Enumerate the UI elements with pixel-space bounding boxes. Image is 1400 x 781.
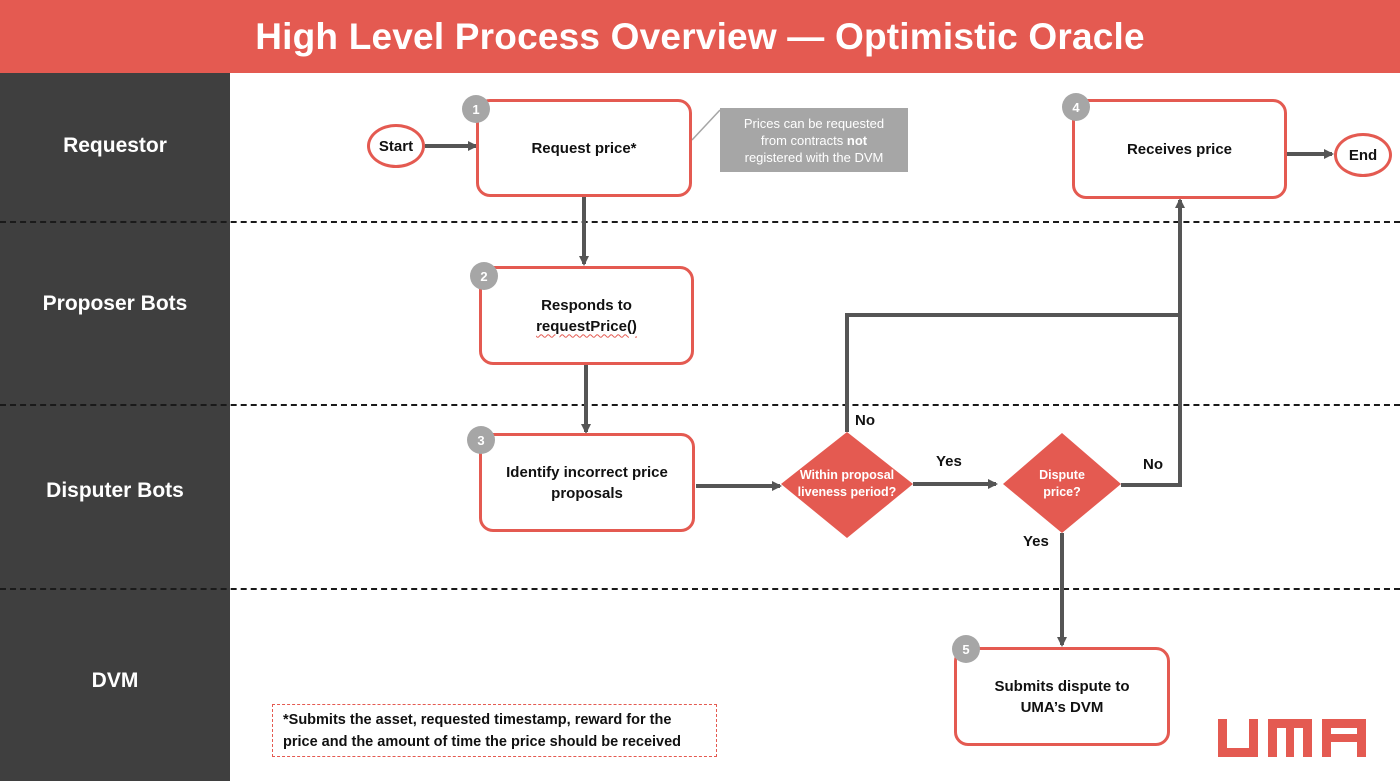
- arrow-decision1-no: [845, 313, 1180, 432]
- decision-liveness-text: Within proposal liveness period?: [781, 466, 913, 502]
- lane-label-dvm: DVM: [91, 669, 139, 692]
- swimlane-sidebar: [0, 73, 230, 781]
- decision-diamond-dispute: [1003, 433, 1121, 533]
- step-5-text-line1: Submits dispute to: [994, 677, 1130, 695]
- callout-leader: [691, 109, 721, 141]
- step-1-text: Request price*: [531, 139, 637, 157]
- step-2-respond: Responds to requestPrice(): [479, 266, 694, 365]
- callout-line2: from contracts not: [761, 132, 867, 149]
- step-4-receives-price: Receives price: [1072, 99, 1287, 199]
- step-5-text-line2: UMA’s DVM: [1020, 698, 1104, 716]
- end-label: End: [1348, 146, 1378, 164]
- lane-divider: [0, 588, 1400, 590]
- step-5-submit-dispute: Submits dispute to UMA’s DVM: [954, 647, 1170, 746]
- callout-line2-text: from contracts: [760, 132, 847, 148]
- step-5-badge: 5: [952, 635, 980, 663]
- decision-dispute-text: Dispute price?: [1003, 466, 1121, 502]
- start-label: Start: [378, 137, 414, 155]
- step-4-badge: 4: [1062, 93, 1090, 121]
- page-title: High Level Process Overview — Optimistic…: [255, 15, 1145, 57]
- step-1-badge: 1: [462, 95, 490, 123]
- footnote-line1: *Submits the asset, requested timestamp,…: [283, 712, 672, 728]
- callout-line3: registered with the DVM: [744, 149, 884, 165]
- decision-liveness-line2: liveness period?: [797, 485, 897, 499]
- edge-label-no: No: [1143, 456, 1163, 473]
- lane-divider: [0, 404, 1400, 406]
- step-3-identify: Identify incorrect price proposals: [479, 433, 695, 532]
- decision-dispute-line2: price?: [1043, 485, 1081, 499]
- step-2-badge: 2: [470, 262, 498, 290]
- footnote-line2: price and the amount of time the price s…: [283, 734, 682, 750]
- callout-line2-bold: not: [846, 132, 868, 148]
- title-banner: High Level Process Overview — Optimistic…: [0, 0, 1400, 73]
- arrow-decision2-no: [1121, 198, 1185, 487]
- callout-note: Prices can be requested from contracts n…: [720, 108, 908, 172]
- step-2-text-line1: Responds to: [541, 296, 632, 314]
- lane-label-disputer-bots: Disputer Bots: [46, 479, 184, 502]
- decision-dispute-line1: Dispute: [1039, 468, 1085, 482]
- callout-line1: Prices can be requested: [743, 115, 885, 131]
- step-2-text-line2: requestPrice(): [536, 317, 637, 335]
- step-1-request-price: Request price*: [476, 99, 692, 197]
- lane-divider: [0, 221, 1400, 223]
- decision-liveness-line1: Within proposal: [799, 468, 895, 482]
- end-node: End: [1334, 133, 1392, 177]
- footnote: *Submits the asset, requested timestamp,…: [272, 704, 717, 757]
- lane-label-requestor: Requestor: [63, 134, 167, 157]
- decision-diamond-liveness: [781, 432, 913, 538]
- step-3-text-line1: Identify incorrect price: [506, 463, 668, 481]
- step-4-text: Receives price: [1126, 140, 1233, 158]
- start-node: Start: [367, 124, 425, 168]
- step-3-badge: 3: [467, 426, 495, 454]
- step-3-text-line2: proposals: [551, 484, 623, 502]
- edge-label-yes: Yes: [936, 453, 962, 470]
- uma-logo: [1218, 719, 1366, 757]
- edge-label-yes: Yes: [1023, 533, 1049, 550]
- edge-label-no: No: [855, 412, 875, 429]
- lane-label-proposer-bots: Proposer Bots: [42, 292, 188, 315]
